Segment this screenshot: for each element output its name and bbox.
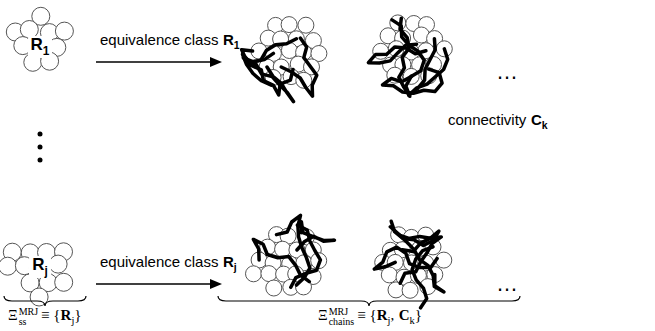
- polymer-chain: [281, 38, 317, 96]
- chain-set: [374, 221, 444, 308]
- text-run: …: [496, 272, 518, 296]
- packing-rj: [0, 243, 73, 306]
- polymer-chain: [368, 44, 426, 63]
- text-run: ΞMRJss≡ {Rj}: [8, 307, 82, 327]
- polymer-chain: [277, 215, 310, 285]
- subscript: j: [44, 264, 47, 278]
- arrow-shaft: [96, 283, 212, 285]
- label-text: j: [234, 261, 237, 273]
- label-text: j: [71, 315, 74, 326]
- ellipsis-dot: [38, 145, 43, 150]
- particle: [298, 17, 314, 33]
- label-text: k: [542, 119, 548, 131]
- particle: [55, 273, 73, 291]
- label-text: ≡ {: [41, 307, 60, 323]
- brace: [218, 296, 520, 306]
- text-run: ΞMRJchains≡ {Rj, Ck}: [318, 307, 422, 327]
- arrow-head: [210, 279, 222, 289]
- label-text: R: [223, 31, 234, 48]
- label-text: connectivity: [448, 111, 526, 128]
- label-text: MRJ: [19, 307, 38, 317]
- label-text: Ξ: [318, 307, 328, 323]
- polymer-chain: [243, 53, 293, 95]
- brace: [4, 296, 86, 306]
- chain-set: [253, 215, 334, 287]
- arrow-head: [210, 57, 222, 67]
- ellipsis-dot: [38, 158, 43, 163]
- chain-set: [368, 18, 447, 96]
- label-text: R: [61, 307, 72, 323]
- particle: [246, 266, 262, 282]
- label-text: C: [531, 111, 542, 128]
- packing-label: Rj: [29, 256, 51, 277]
- particle: [49, 255, 67, 273]
- script-stack: MRJss: [19, 307, 38, 327]
- label-text: }: [74, 307, 81, 323]
- label-text: equivalence class: [100, 253, 218, 270]
- label-text: j: [387, 315, 390, 326]
- label-text: ≡ {: [357, 307, 376, 323]
- particle: [261, 266, 277, 282]
- packing-label: R1: [28, 36, 53, 57]
- text-run: connectivity Ck: [448, 112, 548, 131]
- label-text: }: [415, 307, 422, 323]
- arrow-shaft: [96, 61, 212, 63]
- particle: [275, 241, 291, 257]
- label-text: …: [496, 271, 518, 296]
- packing-r1: [6, 7, 73, 71]
- label-text: R: [223, 253, 234, 270]
- particle: [0, 257, 17, 275]
- particle: [381, 267, 397, 283]
- polymer-chain: [390, 227, 444, 292]
- chain-set: [242, 38, 317, 102]
- label-text: C: [399, 307, 410, 323]
- polymer-chain: [242, 50, 294, 102]
- label-text: ,: [390, 307, 394, 323]
- polymer-chain: [297, 222, 335, 250]
- label-text: 1: [234, 39, 240, 51]
- particle: [55, 22, 73, 40]
- text-run: equivalence class R1: [100, 32, 240, 51]
- label-text: R: [377, 307, 388, 323]
- symbol: R: [31, 35, 43, 54]
- label-text: MRJ: [329, 307, 355, 317]
- label-text: k: [409, 315, 414, 326]
- label-text: …: [496, 59, 518, 84]
- particle: [436, 252, 452, 268]
- label-text: chains: [329, 317, 355, 327]
- ellipsis-dot: [38, 132, 43, 137]
- polymer-chain: [412, 247, 433, 308]
- particle: [266, 280, 282, 296]
- script-stack: MRJchains: [329, 307, 355, 327]
- particle: [402, 282, 418, 298]
- label-text: equivalence class: [100, 31, 218, 48]
- subscript: 1: [43, 44, 50, 58]
- label-text: Ξ: [8, 307, 18, 323]
- particle: [281, 17, 297, 33]
- text-run: equivalence class Rj: [100, 254, 237, 273]
- polymer-chain: [392, 20, 424, 77]
- text-run: …: [496, 60, 518, 84]
- symbol: R: [32, 255, 44, 274]
- label-text: ss: [19, 317, 38, 327]
